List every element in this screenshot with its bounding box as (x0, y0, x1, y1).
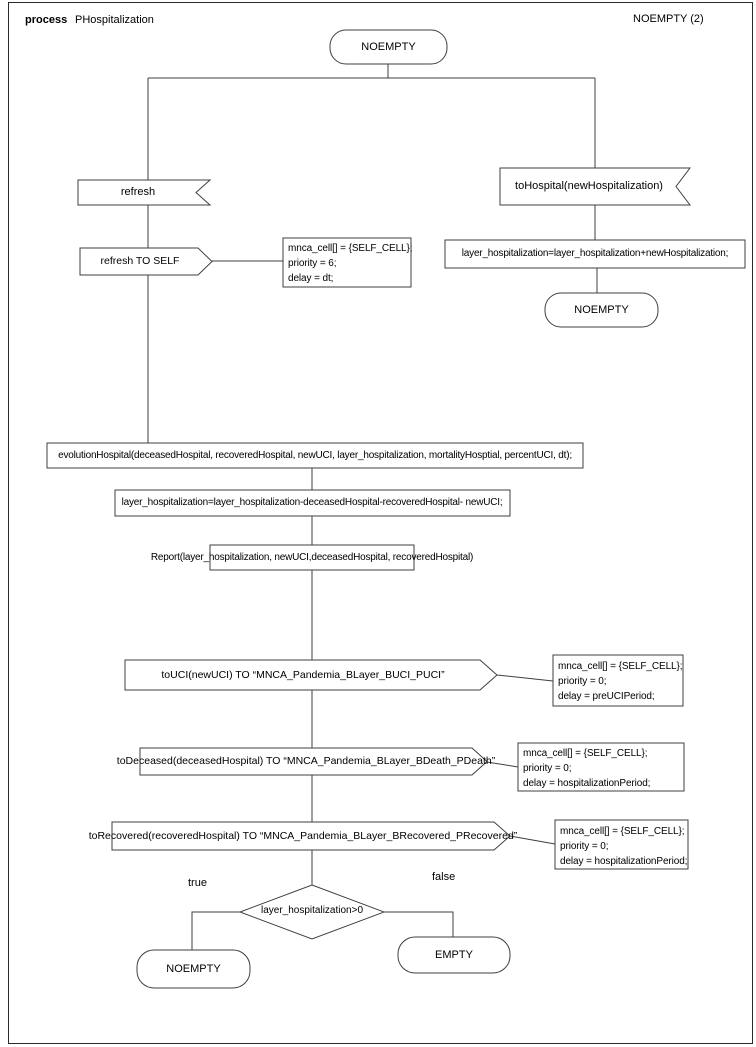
note-line: delay = preUCIPeriod; (558, 691, 655, 702)
edge-touci-to-note (496, 674, 554, 682)
decision-condition-label: layer_hospitalization>0 (260, 905, 364, 916)
state-noempty-bottom-shape (136, 949, 251, 989)
action-hosp-minus-label: layer_hospitalization=layer_hospitalizat… (121, 497, 503, 508)
note-line: mnca_cell[] = {SELF_CELL}; (558, 661, 683, 672)
note-todeceased-box (517, 742, 685, 792)
receive-refresh-shape (77, 179, 212, 206)
note-todeceased: mnca_cell[] = {SELF_CELL}; priority = 0;… (523, 746, 650, 791)
action-report-label: Report(layer_hospitalization, newUCI,dec… (150, 552, 474, 563)
note-line: mnca_cell[] = {SELF_CELL}; (560, 826, 685, 837)
send-touci-label: toUCI(newUCI) TO “MNCA_Pandemia_BLayer_B… (161, 669, 445, 681)
note-line: delay = hospitalizationPeriod; (560, 856, 688, 867)
page-title: PHospitalization (75, 14, 154, 26)
note-line: delay = dt; (288, 273, 334, 284)
branch-false-label: false (432, 871, 456, 883)
action-evolution-box (46, 442, 584, 469)
action-report-box (209, 544, 415, 571)
edge-todeceased-to-note (486, 761, 519, 768)
send-torecovered-label: toRecovered(recoveredHospital) TO “MNCA_… (88, 830, 518, 842)
note-line: priority = 0; (523, 763, 572, 774)
state-empty-label: EMPTY (435, 949, 473, 961)
note-touci: mnca_cell[] = {SELF_CELL}; priority = 0;… (558, 659, 683, 704)
state-noempty-top-label: NOEMPTY (361, 41, 416, 53)
action-evolution-label: evolutionHospital(deceasedHospital, reco… (58, 450, 572, 461)
state-empty-shape (397, 936, 511, 974)
send-torecovered-shape (111, 821, 511, 851)
page-border (8, 2, 753, 1044)
note-line: priority = 0; (560, 841, 609, 852)
branch-true-label: true (188, 877, 207, 889)
send-todeceased-label: toDeceased(deceasedHospital) TO “MNCA_Pa… (116, 755, 496, 767)
state-noempty-top-shape (329, 29, 448, 65)
edge-start-split (147, 64, 596, 180)
note-line: priority = 0; (558, 676, 607, 687)
receive-tohospital-shape (499, 167, 692, 206)
note-touci-box (552, 654, 684, 707)
edge-true-branch (191, 911, 240, 950)
header-kind-label: process (25, 14, 68, 26)
state-noempty-right-label: NOEMPTY (574, 304, 629, 316)
header-corner-label: NOEMPTY (2) (633, 13, 704, 25)
receive-refresh-label: refresh (120, 186, 156, 198)
send-refresh-self-label: refresh TO SELF (100, 255, 180, 267)
edge-torecovered-to-note (509, 835, 556, 845)
note-line: delay = hospitalizationPeriod; (523, 778, 651, 789)
action-hosp-minus-box (114, 489, 511, 517)
note-torecovered: mnca_cell[] = {SELF_CELL}; priority = 0;… (560, 824, 687, 869)
note-refresh: mnca_cell[] = {SELF_CELL}; priority = 6;… (288, 241, 413, 286)
state-noempty-bottom-label: NOEMPTY (166, 963, 221, 975)
note-refresh-box (282, 237, 412, 288)
note-line: mnca_cell[] = {SELF_CELL}; (288, 243, 413, 254)
note-torecovered-box (554, 819, 689, 870)
action-hosp-plus-label: layer_hospitalization=layer_hospitalizat… (461, 248, 729, 259)
receive-tohospital-label: toHospital(newHospitalization) (515, 180, 663, 192)
state-noempty-right-shape (544, 292, 659, 328)
decision-diamond-shape (238, 884, 386, 940)
send-touci-shape (124, 659, 498, 691)
action-hosp-plus-box (444, 239, 746, 269)
edge-false-branch (384, 911, 454, 937)
send-todeceased-shape (139, 747, 488, 776)
note-line: priority = 6; (288, 258, 337, 269)
send-refresh-self-shape (79, 247, 213, 276)
note-line: mnca_cell[] = {SELF_CELL}; (523, 748, 648, 759)
